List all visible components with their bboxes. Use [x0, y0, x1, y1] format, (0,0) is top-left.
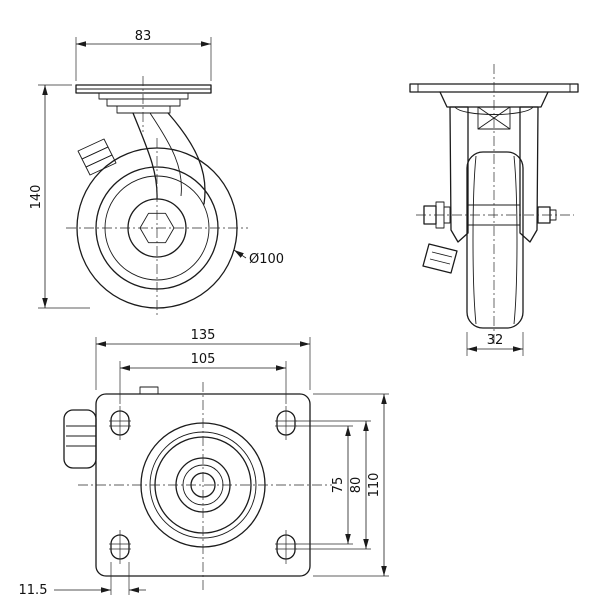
dim-bolt-spacing-length-label: 105	[191, 352, 216, 367]
plan-bolt-slots	[109, 406, 297, 564]
dim-overall-height-label: 140	[29, 185, 44, 210]
dimension-side-plate-width: 83	[75, 29, 212, 81]
side-swivel-bearing	[98, 92, 189, 114]
front-fork-legs	[449, 106, 539, 243]
dimension-plate-width: 110	[313, 393, 389, 577]
dimension-bolt-spacing-width-max: 80	[296, 420, 371, 550]
front-view	[409, 64, 579, 344]
plan-view	[63, 382, 332, 592]
dimension-annotations: 83 140 Ø100 32 135 105	[19, 29, 524, 598]
dim-wheel-diameter-label: Ø100	[249, 252, 284, 267]
side-fork	[132, 112, 206, 205]
front-wheel-outline	[466, 151, 524, 329]
dimension-bolt-spacing-length: 105	[119, 352, 287, 404]
plan-top-tab	[139, 386, 159, 395]
plan-centerlines	[78, 382, 332, 592]
side-brake-lever	[77, 138, 117, 176]
dimension-bolt-spacing-width-min: 75	[296, 425, 353, 545]
dimension-wheel-width: 32	[466, 332, 524, 356]
dim-slot-width-label: 11.5	[19, 583, 48, 598]
dim-plate-length-label: 135	[191, 328, 216, 343]
side-view	[66, 76, 248, 318]
dim-bolt-spacing-width-max-label: 80	[349, 477, 364, 494]
plan-brake-lever	[63, 409, 97, 469]
dimension-overall-height: 140	[29, 84, 90, 309]
front-wheel	[466, 151, 524, 329]
dim-side-plate-width-label: 83	[135, 29, 152, 44]
dimension-plate-length: 135	[95, 328, 311, 390]
dimension-slot-width: 11.5	[19, 562, 146, 598]
front-centerlines	[416, 64, 574, 344]
dimension-wheel-diameter: Ø100	[233, 249, 284, 267]
dim-wheel-width-label: 32	[487, 333, 504, 348]
front-brake-pedal	[422, 243, 458, 274]
dim-bolt-spacing-width-min-label: 75	[331, 477, 346, 494]
dim-plate-width-label: 110	[367, 473, 382, 498]
side-centerlines	[66, 76, 248, 318]
